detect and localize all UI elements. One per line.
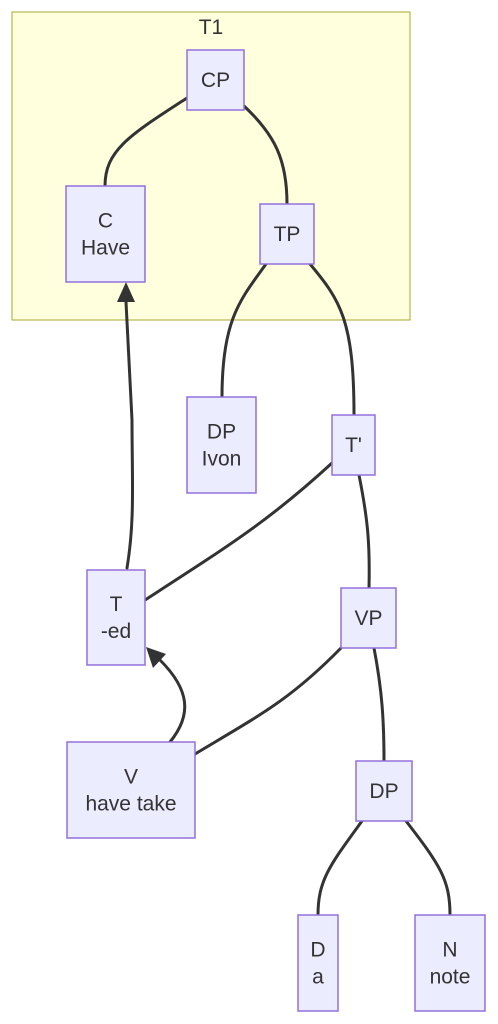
node-tp-label-0: TP: [274, 223, 301, 246]
node-t-label-1: -ed: [101, 620, 131, 643]
node-cp-label-0: CP: [201, 69, 230, 92]
node-dp2-box: [355, 760, 413, 822]
arrowhead-t-c: [117, 282, 135, 302]
edge-tp-tbar: [308, 262, 356, 417]
node-v-label-0: V: [124, 766, 138, 789]
node-d-label-1: a: [312, 966, 324, 989]
edge-vp-dp2: [372, 646, 386, 763]
node-vp: VP: [340, 587, 397, 649]
node-tbar: T': [331, 414, 376, 476]
node-cp: CP: [186, 49, 245, 111]
node-dp2-label-0: DP: [369, 780, 398, 803]
node-n-box: [414, 914, 486, 1012]
node-d-box: [297, 914, 339, 1012]
node-t-label-0: T: [110, 593, 123, 616]
node-tp-box: [259, 203, 315, 265]
node-c-box: [65, 185, 146, 283]
node-t: T -ed: [86, 569, 146, 666]
cluster-t1-title: T1: [199, 16, 224, 39]
node-n-label-0: N: [442, 939, 457, 962]
node-tbar-label-0: T': [345, 434, 362, 457]
node-dp1-box: [186, 396, 257, 494]
node-cp-box: [186, 49, 245, 111]
node-dp2: DP: [355, 760, 413, 822]
edge-vp-v: [193, 646, 343, 756]
edge-v-t: [158, 658, 187, 744]
node-vp-label-0: VP: [354, 607, 382, 630]
node-tp: TP: [259, 203, 315, 265]
node-v-label-1: have take: [85, 793, 176, 816]
edges: [103, 96, 452, 917]
node-v-box: [66, 741, 196, 839]
node-n-label-1: note: [430, 966, 471, 989]
node-d: Da: [297, 914, 339, 1012]
edge-tbar-t: [143, 461, 334, 602]
node-dp1: DP Ivon: [186, 396, 257, 494]
node-dp1-label-1: Ivon: [202, 448, 242, 471]
edge-cp-tp: [242, 104, 289, 206]
node-t-box: [86, 569, 146, 666]
node-dp1-label-0: DP: [207, 421, 236, 444]
arrowhead-v-t: [146, 647, 166, 668]
edge-tp-dp1: [220, 262, 268, 399]
node-c-label-0: C: [98, 210, 113, 233]
node-d-label-0: D: [310, 939, 325, 962]
edge-tbar-vp: [357, 473, 371, 590]
edge-cp-c: [103, 96, 189, 188]
node-tbar-box: [331, 414, 376, 476]
edge-dp2-n: [404, 819, 452, 917]
node-c: C Have: [65, 185, 146, 283]
edge-dp2-d: [316, 819, 364, 917]
edge-t-c: [124, 300, 135, 570]
node-c-label-1: Have: [81, 237, 130, 260]
node-vp-box: [340, 587, 397, 649]
